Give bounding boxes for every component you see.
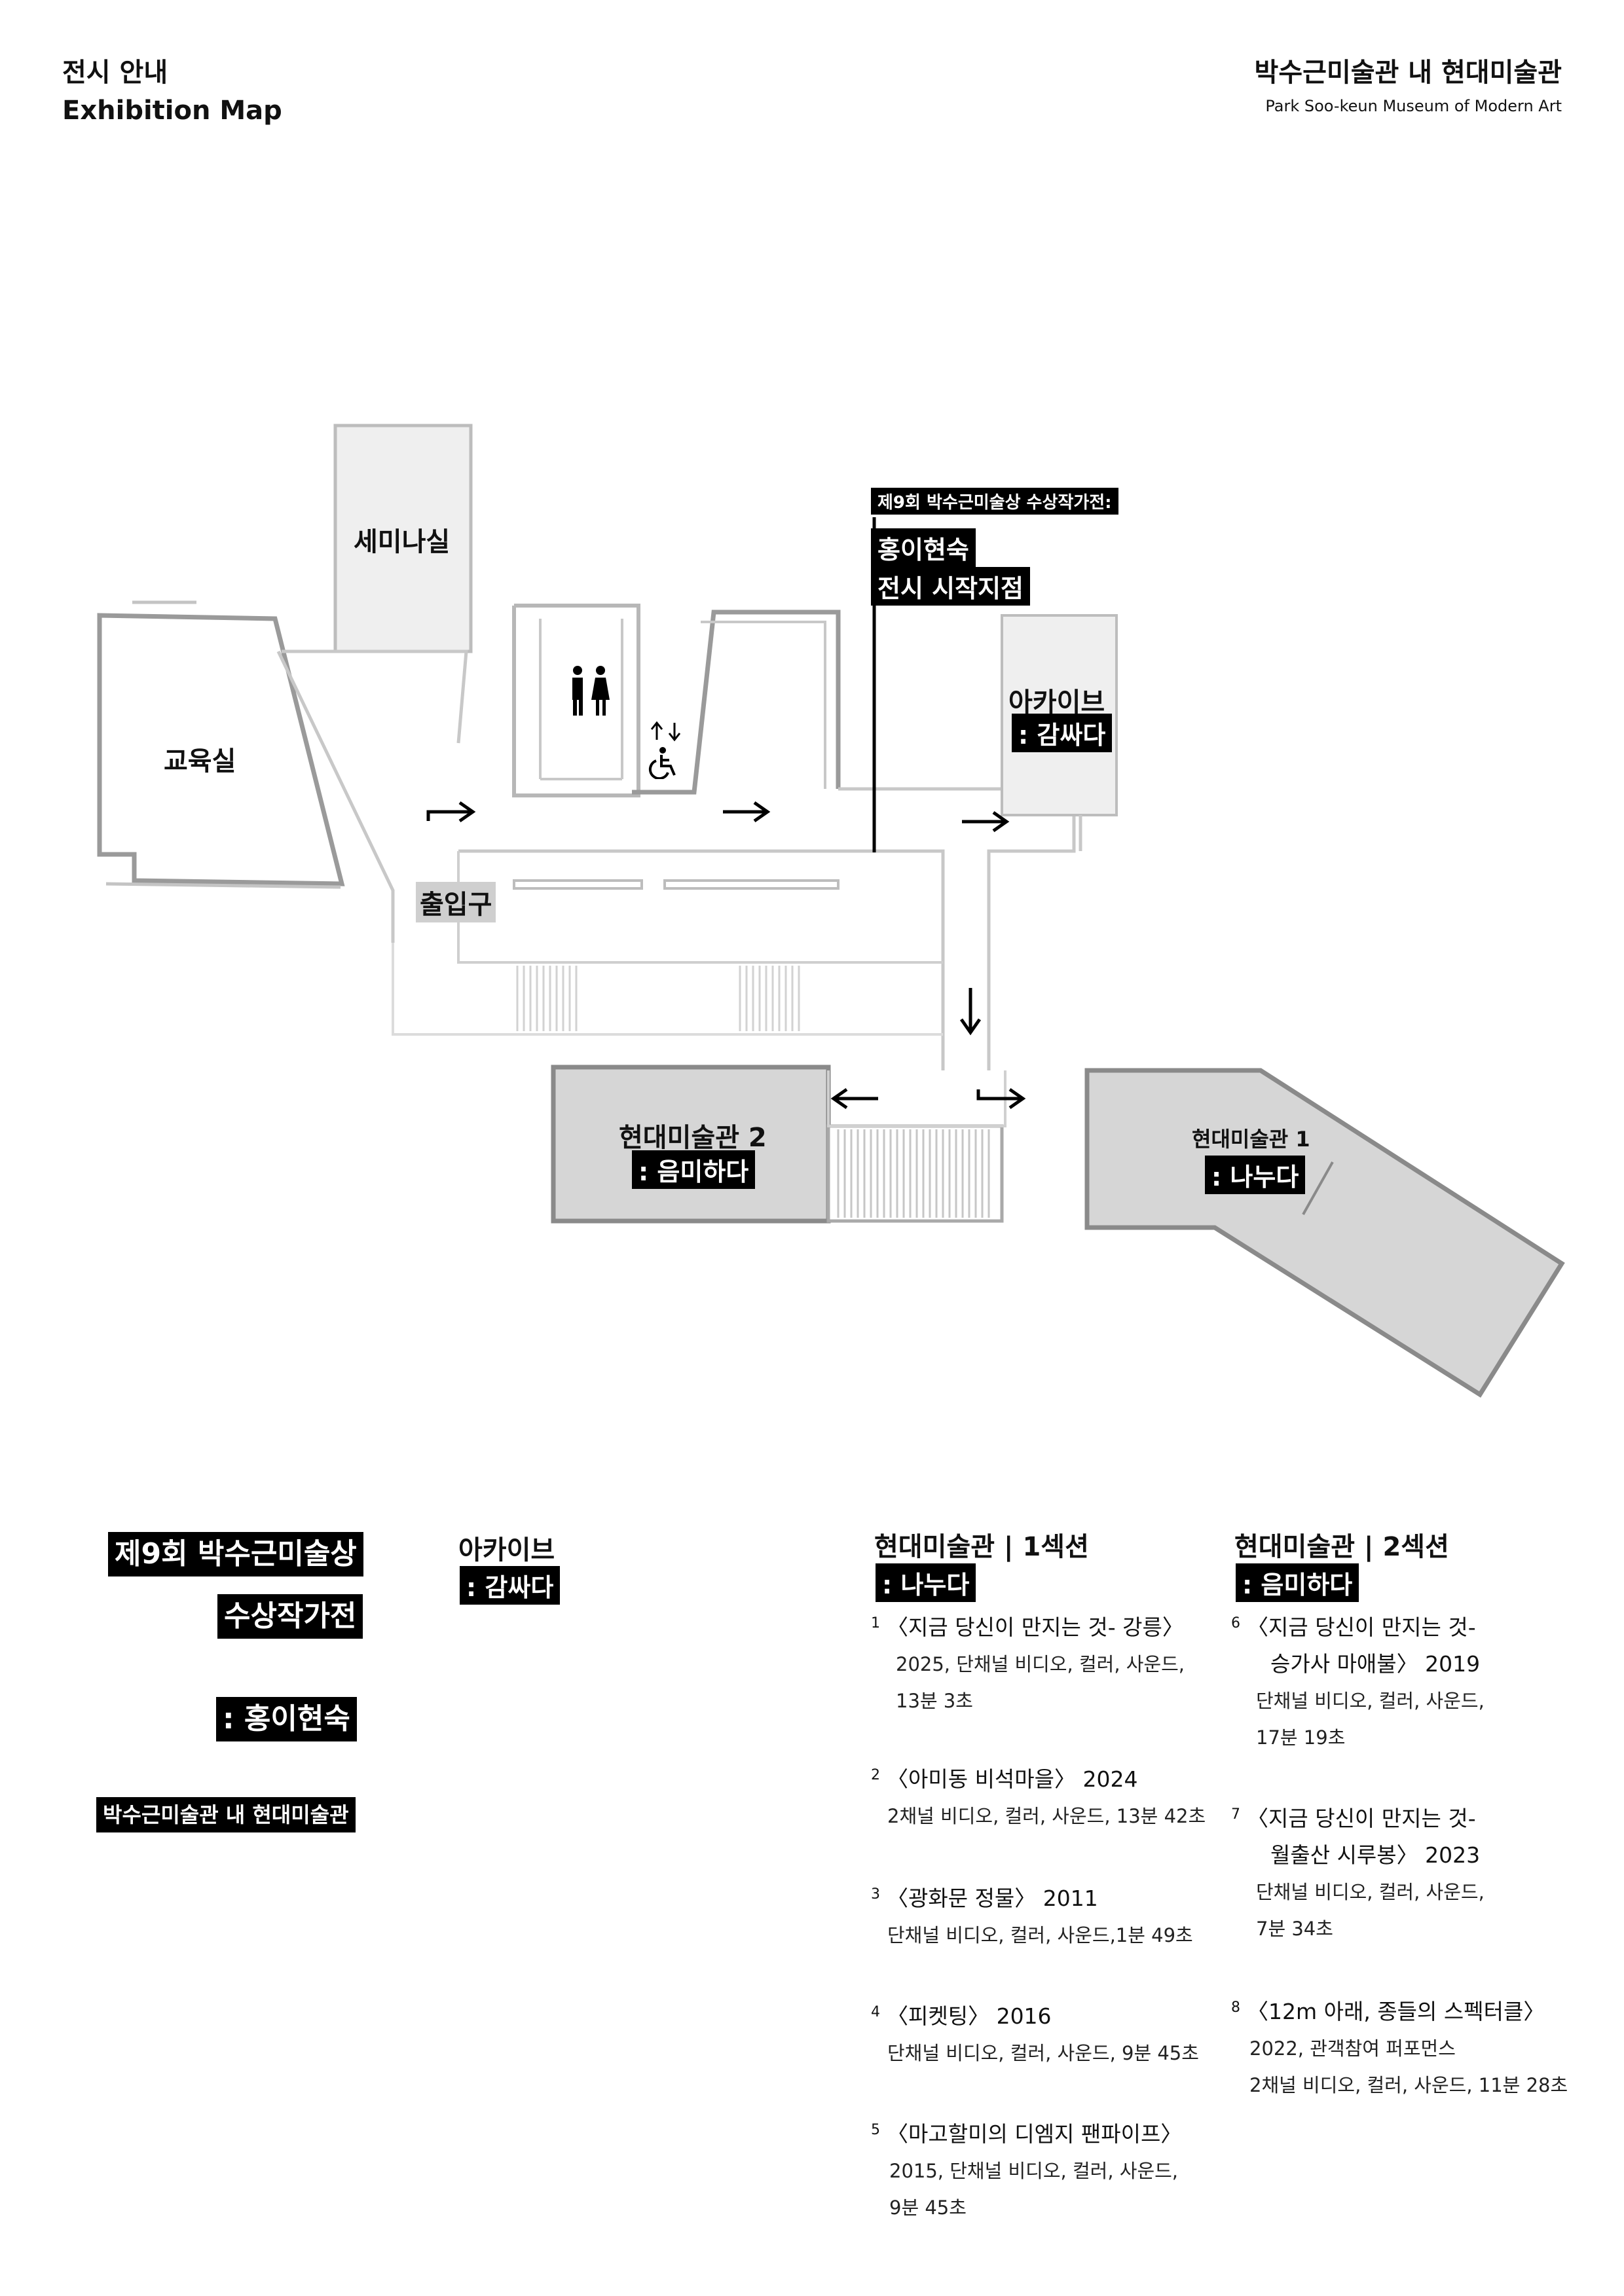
list-item: 6〈지금 당신이 만지는 것- 승가사 마애불〉 2019 단채널 비디오, 컬… <box>1231 1614 1485 1749</box>
section-2-title: 현대미술관 | 2섹션 <box>1234 1532 1449 1562</box>
page-title-korean: 전시 안내 <box>62 58 168 88</box>
seminar-room-label: 세미나실 <box>354 527 451 557</box>
section-1-title: 현대미술관 | 1섹션 <box>874 1532 1089 1562</box>
award-title-label: 제9회 박수근미술상 <box>108 1532 363 1576</box>
arrow-right-icon <box>720 799 773 828</box>
archive-subtitle-label: : 감싸다 <box>1012 714 1113 752</box>
arrow-down-icon <box>957 985 984 1040</box>
section-1-subtitle: : 나누다 <box>876 1563 976 1602</box>
arrow-right-icon <box>426 799 478 828</box>
elevator-icon <box>648 720 684 745</box>
floor-map: 세미나실 교육실 출입구 아카이브 : 감싸다 제9회 박수근미술상 수상작가전… <box>97 424 1565 1398</box>
legend-archive-subtitle: : 감싸다 <box>460 1566 561 1605</box>
list-item: 2〈아미동 비석마을〉 2024 2채널 비디오, 컬러, 사운드, 13분 4… <box>871 1766 1206 1827</box>
museum-subtitle: Park Soo-keun Museum of Modern Art <box>1265 97 1562 115</box>
gallery-1-label: 현대미술관 1 <box>1192 1127 1310 1152</box>
section-2-subtitle: : 음미하다 <box>1236 1563 1359 1602</box>
gallery-2-label: 현대미술관 2 <box>619 1123 767 1153</box>
arrow-right-icon <box>976 1085 1028 1114</box>
page-title-english: Exhibition Map <box>62 96 282 126</box>
list-item: 3〈광화문 정물〉 2011 단채널 비디오, 컬러, 사운드,1분 49초 <box>871 1886 1193 1946</box>
legend-archive-title: 아카이브 <box>458 1535 555 1565</box>
education-room-label: 교육실 <box>164 746 236 776</box>
gallery-1-subtitle-label: : 나누다 <box>1205 1156 1306 1194</box>
floor-plan-drawing <box>97 424 1565 1398</box>
museum-title: 박수근미술관 내 현대미술관 <box>1254 58 1562 88</box>
list-item: 8〈12m 아래, 종들의 스펙터클〉 2022, 관객참여 퍼포먼스 2채널 … <box>1231 1999 1568 2096</box>
list-item: 4〈피켓팅〉 2016 단채널 비디오, 컬러, 사운드, 9분 45초 <box>871 2003 1199 2064</box>
arrow-right-icon <box>959 809 1012 837</box>
start-point-label: 전시 시작지점 <box>871 567 1030 606</box>
gallery-2-subtitle-label: : 음미하다 <box>632 1150 756 1189</box>
venue-label: 박수근미술관 내 현대미술관 <box>96 1797 356 1832</box>
start-point-artist-label: 홍이현숙 <box>871 528 976 567</box>
start-point-exhibition-label: 제9회 박수근미술상 수상작가전: <box>871 488 1118 515</box>
artist-name-label: : 홍이현숙 <box>216 1697 357 1741</box>
list-item: 7〈지금 당신이 만지는 것- 월출산 시루봉〉 2023 단채널 비디오, 컬… <box>1231 1806 1485 1940</box>
wheelchair-icon <box>648 746 678 782</box>
list-item: 1〈지금 당신이 만지는 것- 강릉〉 2025, 단채널 비디오, 컬러, 사… <box>871 1614 1185 1712</box>
entrance-label: 출입구 <box>416 882 496 922</box>
award-subtitle-label: 수상작가전 <box>217 1594 363 1639</box>
archive-label: 아카이브 <box>1008 687 1105 718</box>
restroom-icon <box>566 665 612 720</box>
arrow-left-icon <box>828 1085 881 1114</box>
list-item: 5〈마고할미의 디엠지 팬파이프〉 2015, 단채널 비디오, 컬러, 사운드… <box>871 2121 1183 2219</box>
